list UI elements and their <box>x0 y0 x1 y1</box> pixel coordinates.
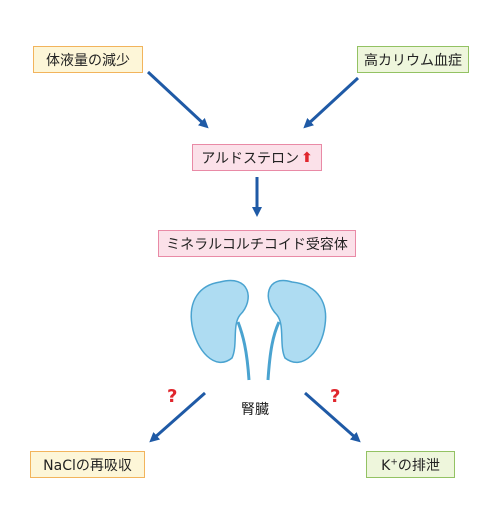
box-nacl-reabsorption-label: NaClの再吸収 <box>43 457 132 474</box>
arrow-body-fluid-to-aldosterone <box>146 70 209 129</box>
box-k-excretion: K+の排泄 <box>366 451 455 478</box>
box-hyperkalemia: 高カリウム血症 <box>357 46 469 73</box>
box-nacl-reabsorption: NaClの再吸収 <box>30 451 145 478</box>
box-body-fluid-decrease-label: 体液量の減少 <box>46 52 130 69</box>
k-symbol: K <box>381 457 391 474</box>
box-mineralocorticoid-receptor-label: ミネラルコルチコイド受容体 <box>166 236 348 253</box>
box-k-excretion-label: K+の排泄 <box>381 455 440 475</box>
right-ureter <box>266 321 281 381</box>
left-ureter <box>236 321 251 381</box>
question-mark-right: ? <box>330 386 341 407</box>
up-arrow-icon: ⬆ <box>301 149 313 166</box>
arrow-kidney-to-k-excretion <box>304 391 361 443</box>
box-aldosterone-label: アルドステロン <box>201 150 300 167</box>
box-body-fluid-decrease: 体液量の減少 <box>33 46 143 73</box>
arrow-kidney-to-nacl <box>149 391 206 443</box>
question-mark-left: ? <box>167 386 178 407</box>
k-excretion-suffix: の排泄 <box>397 457 440 474</box>
box-mineralocorticoid-receptor: ミネラルコルチコイド受容体 <box>158 230 356 257</box>
kidney-label: 腎臓 <box>241 402 269 418</box>
k-plus-superscript: + <box>390 456 398 467</box>
left-kidney <box>190 279 249 364</box>
box-hyperkalemia-label: 高カリウム血症 <box>364 52 462 69</box>
arrow-hyperkalemia-to-aldosterone <box>303 76 360 129</box>
right-kidney <box>267 279 327 364</box>
box-aldosterone: アルドステロン ⬆ <box>192 144 322 171</box>
kidney-icon <box>190 279 327 381</box>
